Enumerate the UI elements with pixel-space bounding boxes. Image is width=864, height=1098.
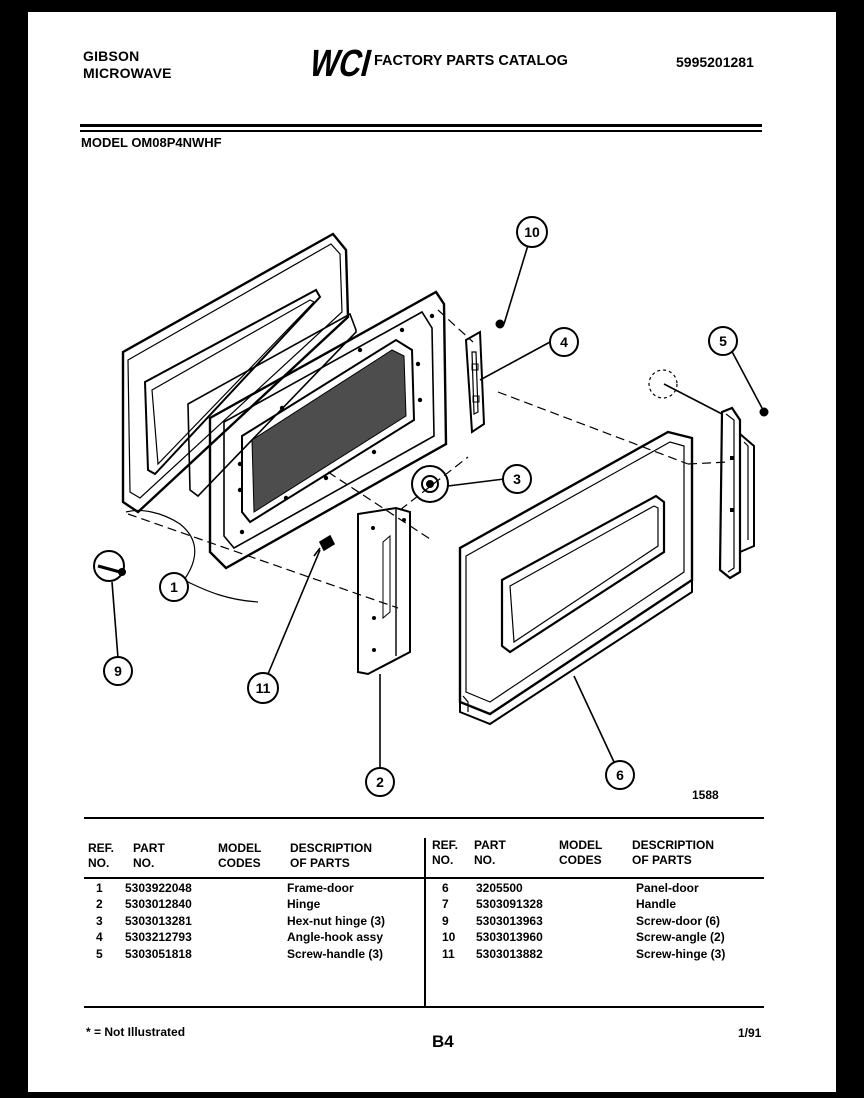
svg-text:9: 9 xyxy=(114,663,122,679)
right-part-column: 3205500 5303091328 5303013963 5303013960… xyxy=(476,880,543,962)
not-illustrated-note: * = Not Illustrated xyxy=(86,1025,186,1039)
page-number: B4 xyxy=(432,1032,454,1051)
table-cell-desc: Screw-angle (2) xyxy=(636,930,725,945)
svg-text:1: 1 xyxy=(170,579,178,595)
table-cell-desc: Panel-door xyxy=(636,881,699,895)
table-cell-ref: 11 xyxy=(442,946,455,961)
callout-9: 9 xyxy=(103,656,133,686)
table-cell-ref: 5 xyxy=(96,946,103,961)
door-screw-part xyxy=(93,550,126,582)
callout-3: 3 xyxy=(502,464,532,494)
table-cell-desc: Screw-hinge (3) xyxy=(636,946,726,961)
table-cell-ref: 1 xyxy=(96,881,103,895)
table-cell-desc: Frame-door xyxy=(287,881,354,895)
table-cell-desc: Hex-nut hinge (3) xyxy=(287,913,385,928)
hinge-part xyxy=(357,506,411,676)
header-rule xyxy=(80,124,762,127)
catalog-code: 5995201281 xyxy=(676,54,754,70)
left-ref-column: 1 2 3 4 5 xyxy=(96,880,103,962)
panel-door-part xyxy=(458,430,694,726)
right-ref-column: 6 7 9 10 11 xyxy=(442,880,455,962)
table-cell-desc: Hinge xyxy=(287,897,321,912)
left-part-column: 5303922048 5303012840 5303013281 5303212… xyxy=(125,880,192,962)
table-rule-top xyxy=(84,817,764,819)
brand-line-2: MICROWAVE xyxy=(83,65,172,81)
frame-door-part xyxy=(121,232,350,514)
table-cell-part: 5303012840 xyxy=(125,897,192,912)
brand-name: GIBSON MICROWAVE xyxy=(83,48,172,82)
catalog-title: FACTORY PARTS CATALOG xyxy=(374,53,568,69)
hinge-screw-part xyxy=(313,534,336,557)
inner-door-part xyxy=(208,290,448,570)
angle-screw-part xyxy=(495,319,505,329)
table-cell-part: 5303091328 xyxy=(476,897,543,912)
table-cell-desc: Handle xyxy=(636,897,677,912)
svg-text:3: 3 xyxy=(513,471,521,487)
alignment-lines xyxy=(127,309,729,609)
svg-text:2: 2 xyxy=(376,774,384,790)
header-rule-thin xyxy=(80,130,762,132)
catalog-date: 1/91 xyxy=(738,1026,762,1040)
callouts: 1 2 3 4 5 xyxy=(103,216,738,797)
svg-text:6: 6 xyxy=(616,767,624,783)
catalog-page: GIBSON MICROWAVE WCI FACTORY PARTS CATAL… xyxy=(28,12,836,1092)
table-cell-ref: 2 xyxy=(96,897,103,912)
handle-screw-part xyxy=(759,407,769,417)
right-desc-column: Panel-door Handle Screw-door (6) Screw-a… xyxy=(636,880,725,962)
wci-logo-text: WCI xyxy=(306,43,374,82)
table-cell-part: 5303051818 xyxy=(125,946,192,961)
table-cell-desc: Angle-hook assy xyxy=(287,930,384,945)
svg-text:10: 10 xyxy=(524,224,540,240)
callout-6: 6 xyxy=(605,760,635,790)
callout-10: 10 xyxy=(516,216,548,248)
table-cell-ref: 4 xyxy=(96,930,103,945)
svg-text:5: 5 xyxy=(719,333,727,349)
table-cell-ref: 10 xyxy=(442,930,456,945)
wci-logo: WCI xyxy=(306,43,374,82)
table-rule-bottom xyxy=(84,1006,764,1008)
table-cell-ref: 7 xyxy=(442,897,449,912)
exploded-diagram: 1 2 3 4 5 xyxy=(28,12,836,812)
header-ref-no-right: REF.NO. xyxy=(432,838,459,867)
callout-1: 1 xyxy=(159,572,189,602)
svg-text:4: 4 xyxy=(560,334,568,350)
model-number: MODEL OM08P4NWHF xyxy=(81,135,222,150)
figure-number: 1588 xyxy=(692,788,719,802)
brand-line-1: GIBSON xyxy=(83,48,140,64)
callout-5: 5 xyxy=(708,326,738,356)
left-desc-column: Frame-door Hinge Hex-nut hinge (3) Angle… xyxy=(287,880,385,962)
table-cell-desc: Screw-handle (3) xyxy=(287,946,384,961)
svg-text:11: 11 xyxy=(256,680,271,696)
callout-4: 4 xyxy=(549,327,579,357)
hex-nut-part xyxy=(411,465,449,503)
table-cell-ref: 9 xyxy=(442,913,449,928)
table-cell-part: 5303212793 xyxy=(125,930,192,945)
handle-part xyxy=(718,406,755,580)
table-cell-part: 5303013960 xyxy=(476,930,543,945)
table-cell-part: 5303013882 xyxy=(476,946,543,961)
callout-2: 2 xyxy=(365,767,395,797)
table-cell-part: 5303013281 xyxy=(125,913,192,928)
header-ref-no: REF.NO. xyxy=(88,841,115,870)
angle-hook-part xyxy=(464,330,486,434)
leader-lines xyxy=(111,231,763,769)
table-cell-part: 5303922048 xyxy=(125,881,192,895)
table-cell-part: 3205500 xyxy=(476,881,523,895)
table-cell-part: 5303013963 xyxy=(476,913,543,928)
table-column-divider xyxy=(424,838,426,1006)
handle-circle-marker xyxy=(648,369,678,399)
callout-11: 11 xyxy=(247,672,279,704)
table-cell-ref: 3 xyxy=(96,913,103,928)
table-cell-desc: Screw-door (6) xyxy=(636,913,721,928)
door-seal-part xyxy=(187,312,357,498)
table-cell-ref: 6 xyxy=(442,881,449,895)
